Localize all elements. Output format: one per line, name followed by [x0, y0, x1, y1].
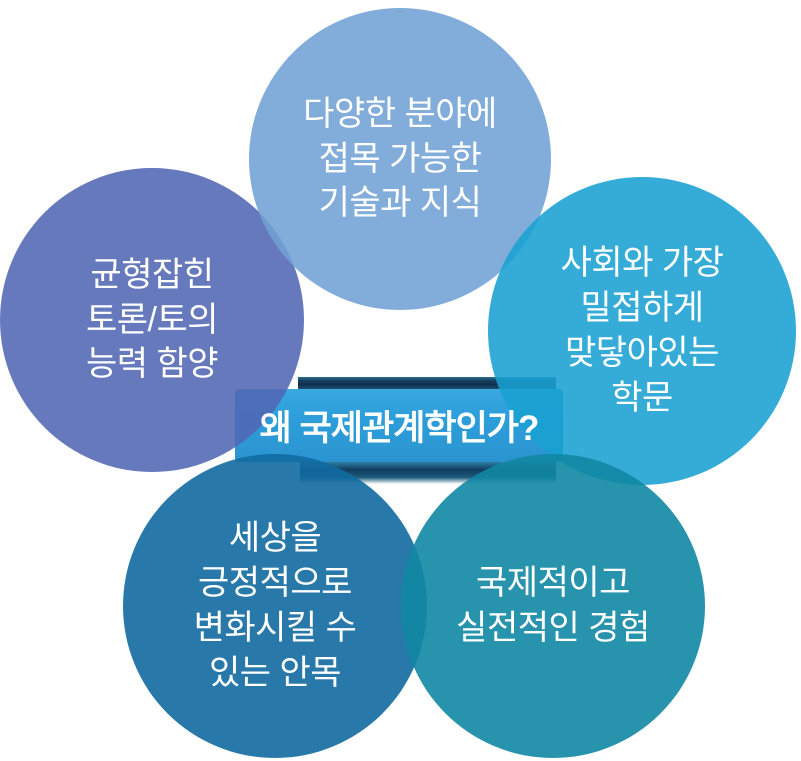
circle-lower-right-practical-experience: 국제적이고 실전적인 경험 [401, 454, 705, 758]
circle-label-upper-left: 균형잡힌 토론/토의 능력 함양 [85, 255, 219, 384]
circle-label-upper-right: 사회와 가장 밀접하게 맞닿아있는 학문 [560, 244, 724, 417]
circle-label-lower-left: 세상을 긍정적으로 변화시킬 수 있는 안목 [193, 519, 357, 692]
circle-upper-left-debate-skills: 균형잡힌 토론/토의 능력 함양 [0, 168, 304, 472]
banner-ribbon-top [298, 377, 556, 390]
circle-top-versatile-knowledge: 다양한 분야에 접목 가능한 기술과 지식 [249, 8, 551, 310]
circle-label-lower-right: 국제적이고 실전적인 경험 [456, 564, 650, 647]
circle-lower-left-positive-change: 세상을 긍정적으로 변화시킬 수 있는 안목 [123, 454, 427, 758]
center-banner-label-layer: 왜 국제관계학인가? [235, 389, 563, 462]
circle-upper-right-society-discipline: 사회와 가장 밀접하게 맞닿아있는 학문 [488, 177, 796, 485]
center-banner-title: 왜 국제관계학인가? [259, 409, 540, 448]
circle-label-top: 다양한 분야에 접목 가능한 기술과 지식 [303, 94, 497, 223]
